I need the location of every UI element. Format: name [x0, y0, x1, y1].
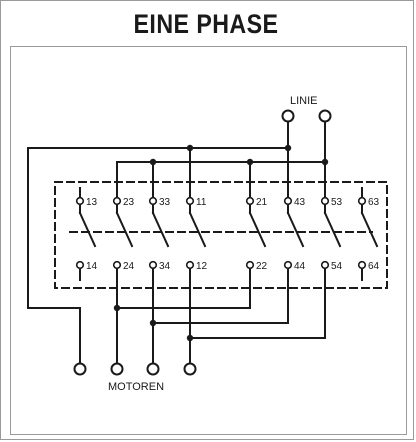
contact-label: 53	[331, 197, 343, 208]
contact-label: 21	[256, 197, 268, 208]
contact-labels-top: 13 23 33 11 21 43 53 63	[86, 197, 380, 208]
line-terminal-2	[318, 109, 332, 123]
switch-housing	[54, 181, 388, 289]
motor-terminal-1	[73, 362, 87, 376]
contact-label: 44	[294, 261, 306, 272]
contact-label: 24	[123, 261, 135, 272]
contact-label: 34	[159, 261, 171, 272]
contact-terminals	[75, 196, 367, 270]
external-terminals	[73, 109, 332, 376]
contact-label: 63	[368, 197, 380, 208]
contact-label: 33	[159, 197, 171, 208]
contact-label: 64	[368, 261, 380, 272]
contact-labels-bottom: 14 24 34 12 22 44 54 64	[86, 261, 380, 272]
motor-terminal-2	[110, 362, 124, 376]
line-label: LINIE	[290, 95, 318, 107]
contact-label: 43	[294, 197, 306, 208]
contact-label: 54	[331, 261, 343, 272]
contact-label: 11	[196, 197, 207, 208]
motor-terminal-4	[183, 362, 197, 376]
junction-dots	[113, 144, 329, 342]
contact-label: 23	[123, 197, 135, 208]
motor-terminal-3	[146, 362, 160, 376]
motors-label: MOTOREN	[108, 381, 164, 393]
line-terminal-1	[281, 109, 295, 123]
contact-label: 13	[86, 197, 98, 208]
contact-label: 14	[86, 261, 98, 272]
diagram-title: EINE PHASE	[133, 9, 279, 39]
contact-label: 22	[256, 261, 268, 272]
contact-label: 12	[196, 261, 208, 272]
diagram-inner-frame	[10, 46, 407, 435]
